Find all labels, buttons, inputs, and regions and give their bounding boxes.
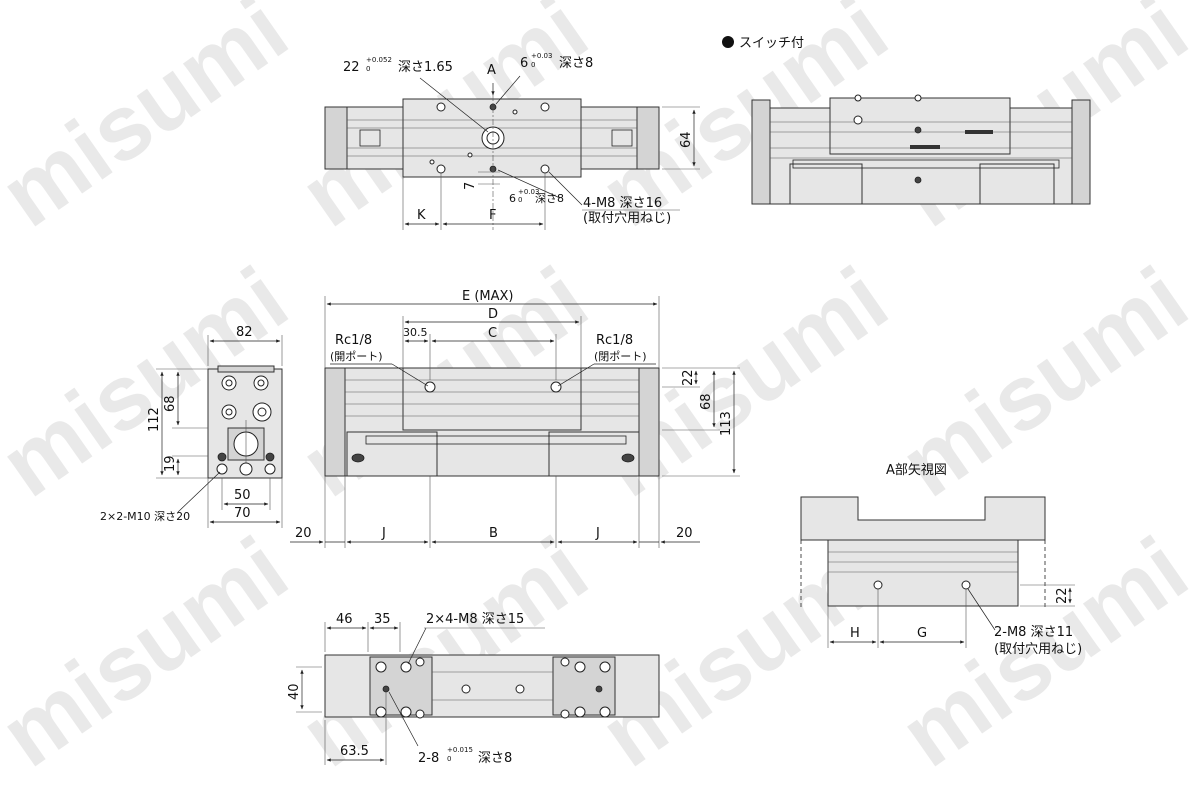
side-view: 82 112 68 19 50 70 2×2-M10 深さ20 (100, 325, 283, 528)
dim-h: H (850, 626, 860, 641)
dim-f: F (489, 208, 496, 223)
dim-pin-top-tol: +0.03 (531, 52, 552, 60)
switch-view: スイッチ付 (722, 36, 1091, 205)
a-view-dim-22: 22 (1055, 587, 1070, 604)
port-close (550, 381, 562, 393)
dim-pin-bottom-tol: +0.03 (518, 188, 539, 196)
mount-hole (540, 164, 550, 174)
dim-side-tap: 2×2-M10 深さ20 (100, 510, 190, 523)
front-view: E (MAX) D 30.5 C Rc1/8 (開ポート) Rc1/8 (閉ポー… (290, 289, 740, 548)
port-left-note: (開ポート) (330, 350, 383, 363)
switch-view-title: スイッチ付 (739, 36, 804, 51)
dim-height-64: 64 (679, 131, 694, 148)
watermark: misumi (283, 518, 605, 786)
a-view-body (827, 539, 1019, 607)
a-view-title: A部矢視図 (886, 463, 947, 478)
dim-c: C (488, 326, 497, 341)
dim-pin-top-depth: 深さ8 (559, 56, 593, 71)
dim-40: 40 (287, 683, 302, 700)
dim-d: D (488, 307, 498, 322)
dim-68: 68 (163, 395, 178, 412)
dim-bottom-pin: 2-8 (418, 751, 439, 766)
mount-hole (436, 102, 446, 112)
dim-113: 113 (719, 411, 734, 436)
bullet-icon (722, 36, 734, 48)
dim-mount-thread: 4-M8 深さ16 (583, 196, 662, 211)
dim-70: 70 (234, 506, 251, 521)
dim-pin-hole-depth: 深さ1.65 (398, 60, 453, 75)
mount-hole (436, 164, 446, 174)
dim-b: B (489, 526, 498, 541)
dim-35: 35 (374, 612, 391, 627)
dim-j-left: J (381, 526, 386, 541)
dim-pin-top-tol2: 0 (531, 61, 535, 69)
dim-20-left: 20 (295, 526, 312, 541)
dim-pin-hole: 22 (343, 60, 360, 75)
dim-bottom-pin-depth: 深さ8 (478, 751, 512, 766)
dim-g: G (917, 626, 927, 641)
dim-19: 19 (163, 455, 178, 472)
dim-pin-hole-tol: +0.052 (366, 56, 392, 64)
dim-112: 112 (147, 407, 162, 432)
top-view: A 22 +0.052 0 深さ1.65 6 +0.03 0 深さ8 64 7 … (324, 52, 700, 230)
dim-63-5: 63.5 (340, 744, 369, 759)
side-view-body (207, 368, 283, 479)
dim-20-right: 20 (676, 526, 693, 541)
dim-pin-top: 6 (520, 56, 528, 71)
dim-bottom-pin-tol: +0.015 (447, 746, 473, 754)
dim-30-5: 30.5 (403, 326, 428, 339)
dim-7: 7 (463, 182, 478, 190)
dim-e-max: E (MAX) (462, 289, 514, 304)
port-open (424, 381, 436, 393)
view-a-label: A (487, 63, 496, 78)
dim-22: 22 (681, 369, 696, 386)
port-right-note: (閉ポート) (594, 350, 647, 363)
dim-bottom-pin-tol2: 0 (447, 755, 451, 763)
dim-46: 46 (336, 612, 353, 627)
dim-mount-note: (取付穴用ねじ) (583, 211, 671, 226)
dim-pin-bottom-depth: 深さ8 (535, 192, 564, 205)
port-right-label: Rc1/8 (596, 333, 633, 348)
a-view: A部矢視図 22 H G 2-M8 深さ11 (取付穴用ねじ) (800, 463, 1082, 657)
a-view-mount-thread: 2-M8 深さ11 (994, 625, 1073, 640)
watermark: misumi (0, 518, 305, 786)
top-view-end-left (324, 106, 348, 170)
a-view-mount-note: (取付穴用ねじ) (994, 642, 1082, 657)
dim-bottom-tap: 2×4-M8 深さ15 (426, 612, 524, 627)
dim-k: K (417, 208, 426, 223)
dim-82: 82 (236, 325, 253, 340)
bottom-view: 46 35 2×4-M8 深さ15 40 63.5 2-8 +0.015 0 深… (287, 612, 660, 766)
watermark: misumi (0, 0, 305, 246)
dim-j-right: J (595, 526, 600, 541)
dim-68-front: 68 (699, 393, 714, 410)
dim-pin-bottom-tol2: 0 (518, 196, 522, 204)
port-left-label: Rc1/8 (335, 333, 372, 348)
dim-pin-hole-tol2: 0 (366, 65, 370, 73)
dim-pin-bottom: 6 (509, 192, 516, 205)
dim-50: 50 (234, 488, 251, 503)
top-view-end-right (636, 106, 660, 170)
mount-hole (540, 102, 550, 112)
